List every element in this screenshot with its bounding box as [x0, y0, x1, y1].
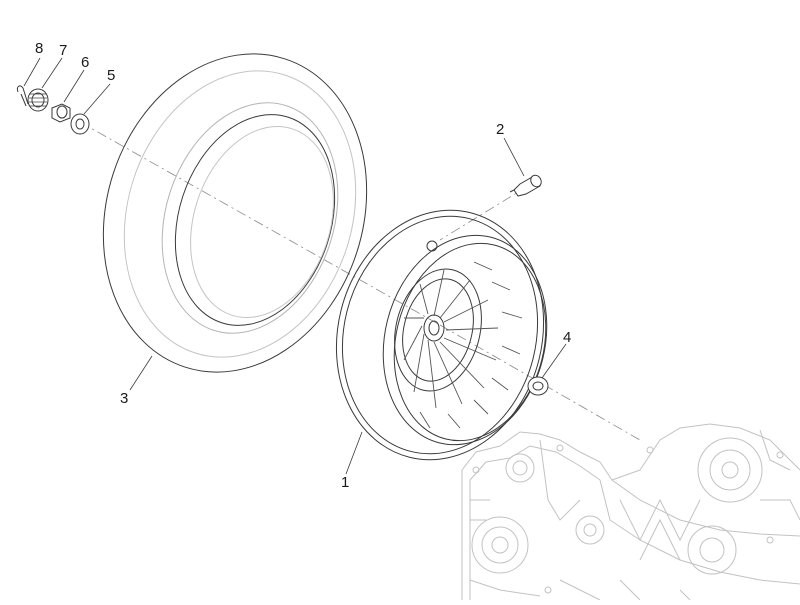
callout-1: 1 [341, 474, 350, 491]
tire [102, 53, 368, 373]
bolt [509, 174, 542, 197]
callout-7: 7 [59, 42, 68, 59]
callout-5: 5 [107, 67, 116, 84]
engine-housing-ghost [461, 423, 800, 601]
callout-3: 3 [120, 390, 129, 407]
callout-6: 6 [81, 54, 90, 71]
callout-4: 4 [563, 329, 572, 346]
cotter-pin-8 [17, 85, 29, 107]
washer-4 [527, 376, 549, 396]
spacer-6 [51, 103, 71, 123]
wheel-rim [335, 209, 548, 461]
callout-8: 8 [35, 40, 44, 57]
leader-lines [23, 57, 567, 475]
washer-5 [70, 113, 90, 135]
nut-7 [27, 88, 49, 112]
callout-2: 2 [496, 121, 505, 138]
assembly-axis [79, 121, 641, 441]
